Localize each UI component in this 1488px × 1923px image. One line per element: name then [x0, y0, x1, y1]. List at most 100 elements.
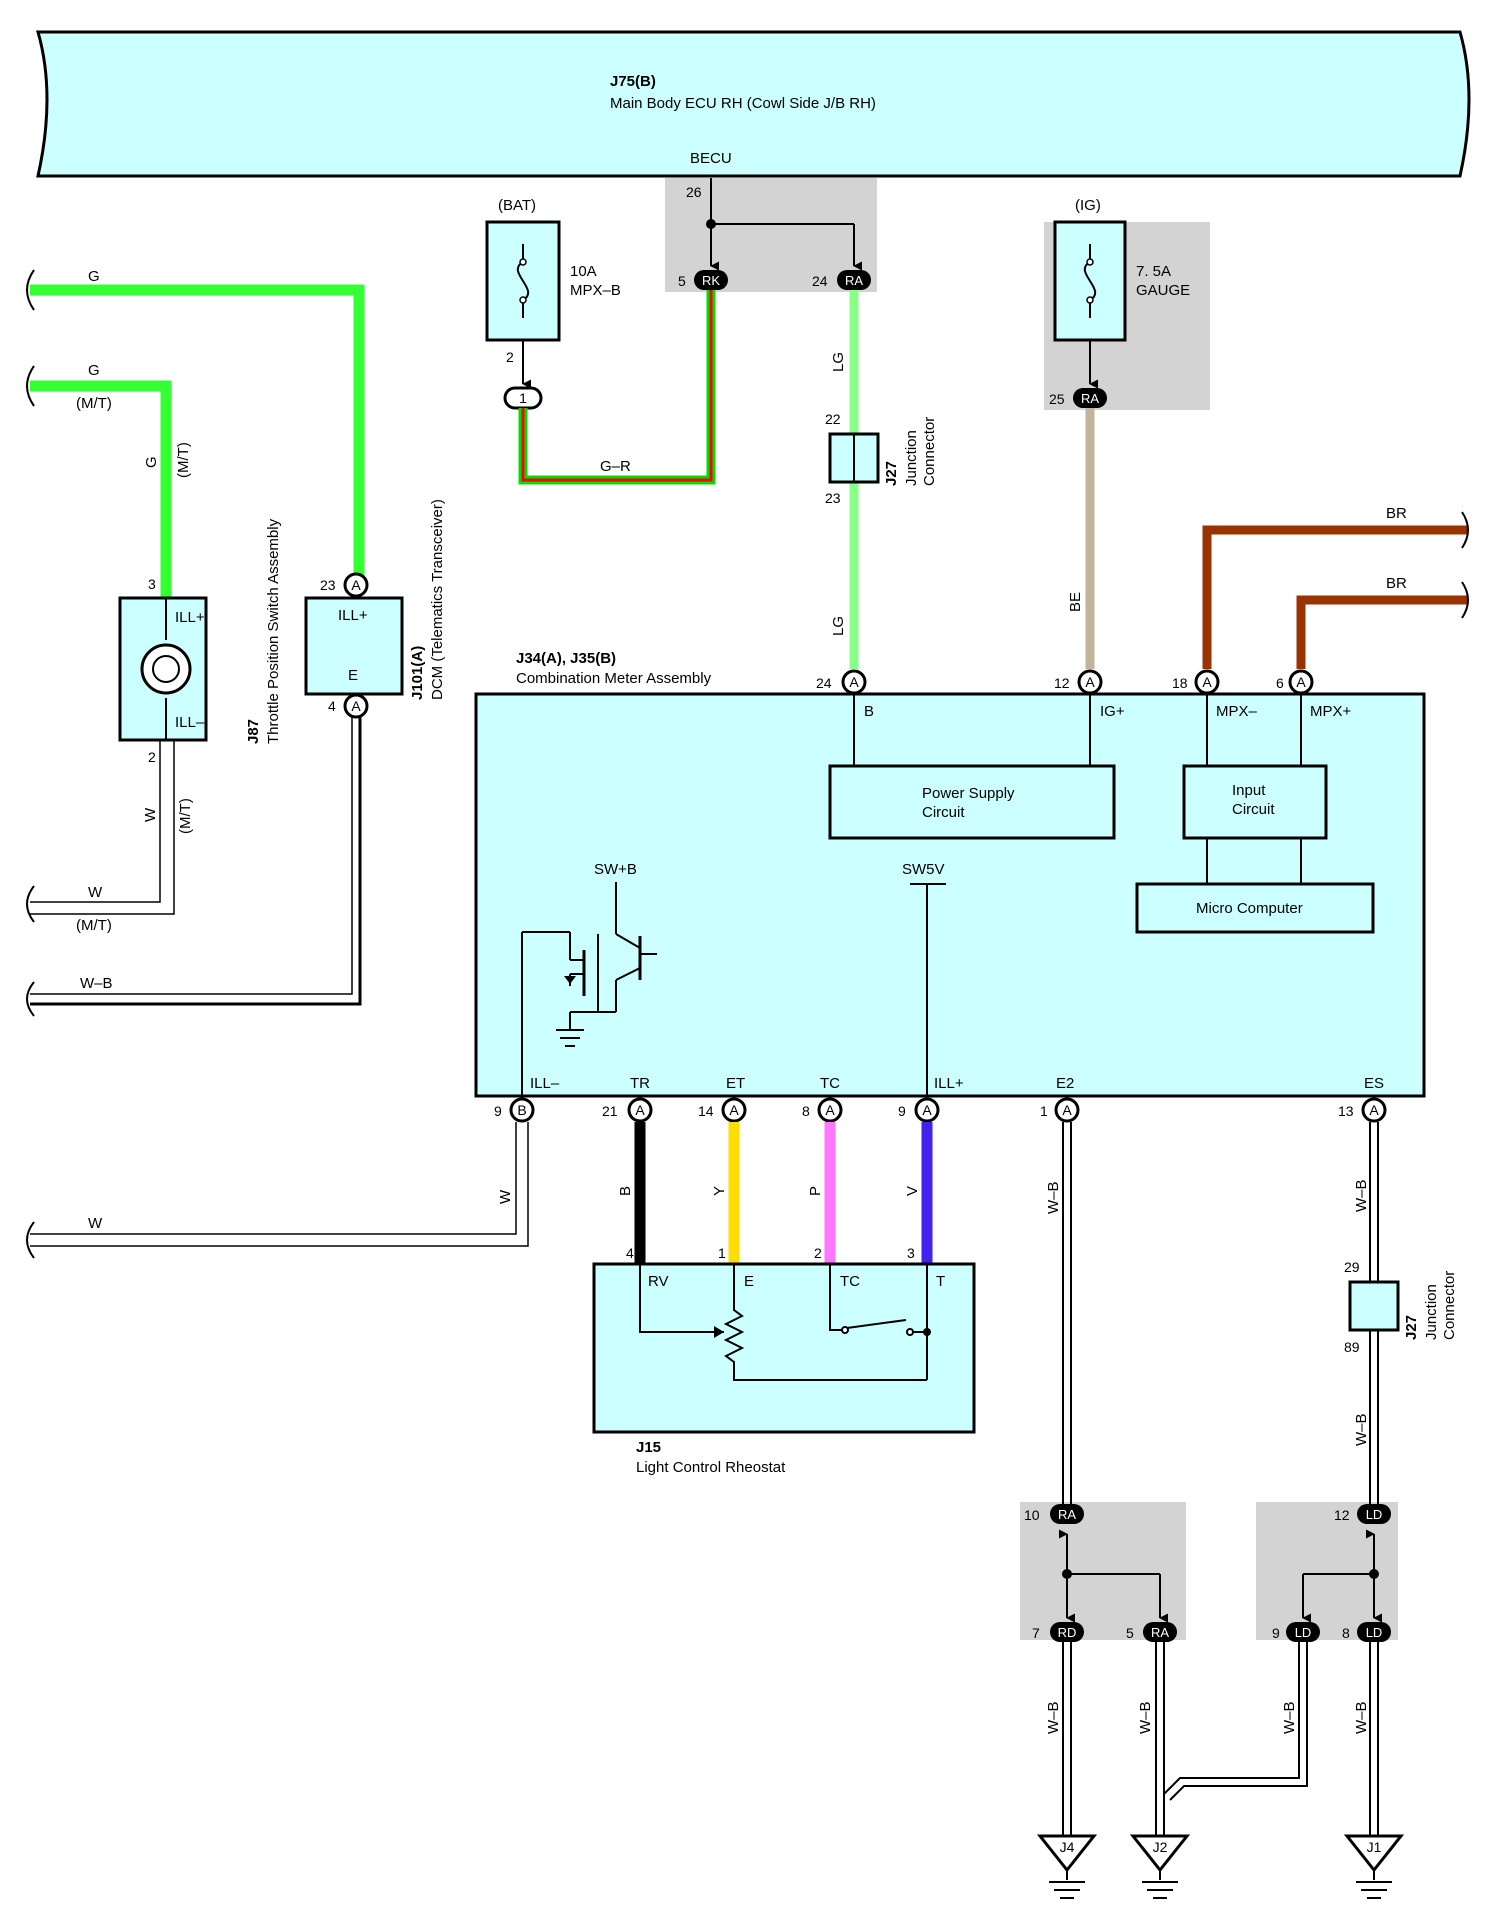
wire-w-left: W (M/T) W (M/T) — [26, 740, 194, 934]
ground-wires: W–B W–B W–B W–B — [1045, 1642, 1379, 1836]
wire-w-ill: W W — [26, 1122, 529, 1259]
bat-label: (BAT) — [498, 197, 536, 214]
ig-label: (IG) — [1075, 197, 1101, 214]
svg-text:Micro Computer: Micro Computer — [1196, 900, 1303, 917]
term-es: ES — [1364, 1075, 1384, 1092]
power-supply-block: Power Supply Circuit — [828, 764, 1116, 840]
svg-text:W–B: W–B — [1353, 1701, 1370, 1734]
throttle-name: Throttle Position Switch Assembly — [265, 518, 282, 744]
wire-label-lg-top: LG — [830, 352, 847, 372]
svg-text:A: A — [1085, 674, 1095, 690]
throttle-pin-top: ILL+ — [175, 609, 205, 626]
meter-conn-24: A 24 — [816, 669, 867, 695]
rheostat-id: J15 — [636, 1439, 661, 1456]
wire-label-mt-2: (M/T) — [76, 917, 112, 934]
svg-text:Circuit: Circuit — [1232, 801, 1275, 818]
wire-label-mt-1: (M/T) — [76, 395, 112, 412]
meter-name: Combination Meter Assembly — [516, 670, 712, 687]
throttle-id: J87 — [245, 719, 262, 744]
ground-j4: J4 — [1036, 1834, 1098, 1899]
micro-computer-block: Micro Computer — [1135, 882, 1375, 934]
svg-text:8: 8 — [1342, 1625, 1350, 1641]
meter-conn-8: A 8 — [802, 1097, 843, 1123]
ground-j1: J1 — [1343, 1834, 1405, 1899]
fuse-gauge: (IG) 7. 5A GAUGE RA 25 — [1049, 197, 1190, 408]
wire-lg: LG LG — [830, 290, 859, 669]
meter-conn-21: A 21 — [602, 1097, 653, 1123]
svg-text:14: 14 — [698, 1103, 714, 1119]
wire-w-b-left: W–B — [26, 717, 362, 1017]
wire-label-g-1: G — [88, 268, 100, 285]
wire-label-br-1: BR — [1386, 505, 1407, 522]
svg-text:Power Supply: Power Supply — [922, 785, 1015, 802]
term-ig: IG+ — [1100, 703, 1125, 720]
svg-text:A: A — [1369, 1102, 1379, 1118]
svg-text:RK: RK — [702, 273, 720, 288]
junction-connector-top: 22 23 J27 Junction Connector — [825, 411, 938, 506]
svg-text:A: A — [922, 1102, 932, 1118]
svg-text:12: 12 — [1054, 675, 1070, 691]
wire-label-be: BE — [1067, 592, 1084, 612]
svg-text:89: 89 — [1344, 1339, 1360, 1355]
wire-w-b-e2: W–B — [1045, 1122, 1072, 1504]
meter-id: J34(A), J35(B) — [516, 650, 616, 667]
fuse-bat-rating: 10A — [570, 263, 597, 280]
wire-p-pink: P — [807, 1122, 836, 1264]
ground-j2: J2 — [1129, 1834, 1191, 1899]
splice-ld: LD 12 LD 9 LD 8 — [1272, 1504, 1391, 1642]
wire-label-w-2: W — [88, 1215, 103, 1232]
meter-conn-18: A 18 — [1172, 669, 1220, 695]
pin-4: 4 — [328, 698, 336, 714]
junction-connector-bottom: 29 89 J27 Junction Connector — [1344, 1259, 1458, 1355]
pin-26: 26 — [686, 184, 702, 200]
term-tc: TC — [820, 1075, 840, 1092]
svg-text:J4: J4 — [1060, 1839, 1075, 1855]
svg-text:W–B: W–B — [1045, 1181, 1062, 1214]
term-b: B — [864, 703, 874, 720]
j27-name2-top: Connector — [921, 417, 938, 486]
svg-text:9: 9 — [1272, 1625, 1280, 1641]
svg-text:W–B: W–B — [1353, 1413, 1370, 1446]
pin-4-rheo: 4 — [626, 1245, 634, 1261]
svg-text:LD: LD — [1366, 1625, 1383, 1640]
term-e2: E2 — [1056, 1075, 1074, 1092]
wire-label-w-vert: W — [142, 807, 159, 822]
dcm-id: J101(A) — [409, 646, 426, 700]
svg-text:Y: Y — [711, 1186, 728, 1196]
svg-text:RA: RA — [845, 273, 863, 288]
light-control-rheostat: 4 1 2 3 RV E TC T J15 Light Control Rheo… — [592, 1245, 976, 1476]
pin-22: 22 — [825, 411, 841, 427]
connector-ra-24: RA 24 — [812, 270, 871, 290]
fuse-ig-rating: 7. 5A — [1136, 263, 1171, 280]
svg-text:RA: RA — [1151, 1625, 1169, 1640]
svg-text:RA: RA — [1058, 1507, 1076, 1522]
svg-text:B: B — [517, 1102, 526, 1118]
svg-text:A: A — [635, 1102, 645, 1118]
pin-23: 23 — [825, 490, 841, 506]
dcm-name: DCM (Telematics Transceiver) — [429, 499, 446, 700]
svg-text:LD: LD — [1366, 1507, 1383, 1522]
pin-2-rheo: 2 — [814, 1245, 822, 1261]
term-ill-plus: ILL+ — [934, 1075, 964, 1092]
svg-text:V: V — [904, 1186, 921, 1196]
splice-ra: RA 10 RD 7 RA 5 — [1024, 1504, 1177, 1642]
meter-conn-b9: B 9 — [494, 1097, 535, 1123]
j27-name1-top: Junction — [903, 430, 920, 486]
wire-label-lg-bottom: LG — [830, 616, 847, 636]
svg-text:B: B — [617, 1186, 634, 1196]
wire-label-br-2: BR — [1386, 575, 1407, 592]
pin-3-rheo: 3 — [907, 1245, 915, 1261]
ecu-id: J75(B) — [610, 73, 656, 90]
svg-text:A: A — [849, 674, 859, 690]
svg-text:A: A — [825, 1102, 835, 1118]
ecu-terminal: BECU — [690, 150, 732, 167]
meter-conn-14: A 14 — [698, 1097, 747, 1123]
fuse-mpx-b: (BAT) 10A MPX–B 2 1 — [485, 197, 621, 410]
connector-ra-25: RA — [1081, 391, 1099, 406]
sw5v-line: SW5V — [902, 861, 946, 1096]
wire-label-w-b-left: W–B — [80, 975, 113, 992]
svg-text:J27: J27 — [1403, 1315, 1420, 1340]
svg-text:21: 21 — [602, 1103, 618, 1119]
wire-br: BR BR — [1202, 505, 1469, 669]
